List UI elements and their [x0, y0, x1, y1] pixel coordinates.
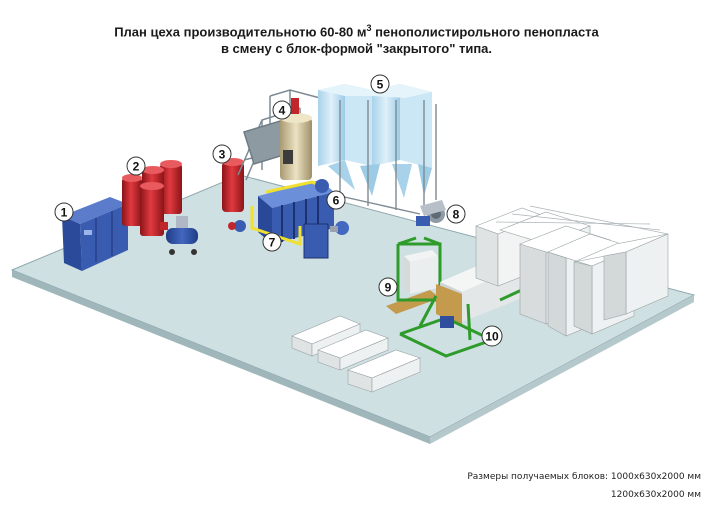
- svg-text:4: 4: [279, 104, 286, 118]
- foam-sheets-icon: [291, 315, 421, 393]
- marker-4: 4: [272, 100, 292, 120]
- marker-2: 2: [126, 156, 146, 176]
- svg-text:6: 6: [333, 194, 340, 208]
- pre-expander-icon: [416, 200, 446, 226]
- svg-text:3: 3: [219, 148, 226, 162]
- receiver-tanks-icon: [122, 160, 182, 236]
- fan-icon: [315, 179, 349, 235]
- svg-text:5: 5: [377, 78, 384, 92]
- marker-10: 10: [481, 325, 503, 347]
- foam-blocks-icon: [475, 205, 669, 337]
- compressor-icon: [160, 216, 198, 255]
- svg-text:7: 7: [269, 236, 276, 250]
- svg-text:10: 10: [485, 330, 499, 344]
- marker-7: 7: [262, 232, 282, 252]
- marker-8: 8: [446, 204, 466, 224]
- marker-1: 1: [54, 202, 74, 222]
- control-cabinet-icon: [62, 197, 128, 271]
- svg-text:9: 9: [385, 281, 392, 295]
- svg-text:1: 1: [61, 206, 68, 220]
- svg-text:2: 2: [133, 160, 140, 174]
- block-mold-icon: [228, 180, 334, 259]
- marker-3: 3: [212, 144, 232, 164]
- marker-9: 9: [378, 277, 398, 297]
- title-line-2: в смену с блок-формой "закрытого" типа.: [220, 41, 493, 57]
- title-line-1: План цеха производительнотю 60-80 м3 пен…: [114, 23, 599, 40]
- expansion-tank-icon: [222, 158, 244, 212]
- block-sizes-note: Размеры получаемых блоков: 1000x630x2000…: [467, 468, 701, 504]
- marker-6: 6: [326, 190, 346, 210]
- svg-text:8: 8: [453, 208, 460, 222]
- page-title: План цеха производительнотю 60-80 м3 пен…: [0, 20, 713, 57]
- block-sizes-line-1: Размеры получаемых блоков: 1000x630x2000…: [467, 472, 701, 482]
- marker-5: 5: [370, 74, 390, 94]
- block-sizes-line-2: 1200x630x2000 мм: [610, 490, 701, 500]
